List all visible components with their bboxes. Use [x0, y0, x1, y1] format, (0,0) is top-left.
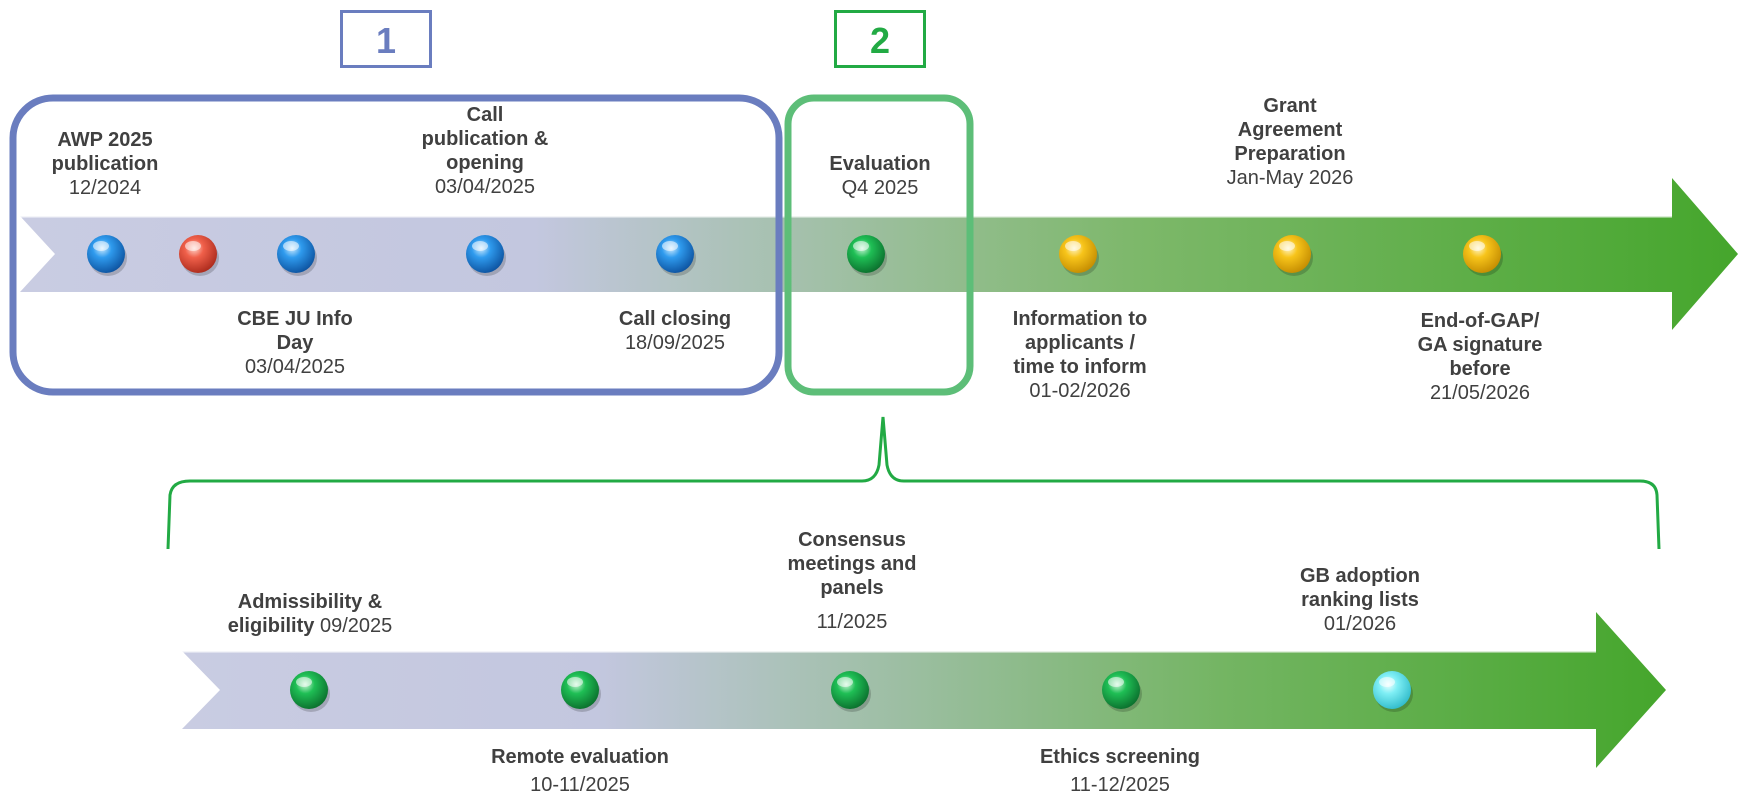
evaluation-milestone-dot-green [290, 671, 328, 709]
label-end-of-gap: End-of-GAP/ GA signature before 21/05/20… [1417, 310, 1543, 404]
main-dot-highlight [472, 241, 488, 251]
main-milestone-dot-blue [466, 235, 504, 273]
main-dot-highlight [185, 241, 201, 251]
label-ethics-screening: Ethics screening 11-12/2025 [1039, 746, 1201, 796]
evaluation-dot-highlight [1108, 677, 1124, 687]
evaluation-dot-highlight [296, 677, 312, 687]
main-milestone-dot-blue [277, 235, 315, 273]
evaluation-milestone-dot-cyan [1373, 671, 1411, 709]
main-milestone-dot-yellow [1463, 235, 1501, 273]
main-milestone-dot-blue [87, 235, 125, 273]
phase2-box [784, 94, 974, 396]
phase2-number: 2 [834, 10, 926, 68]
label-remote-evaluation: Remote evaluation 10-11/2025 [491, 746, 669, 796]
main-milestone-dot-yellow [1273, 235, 1311, 273]
label-gb-adoption: GB adoption ranking lists 01/2026 [1300, 565, 1420, 635]
label-consensus-meetings: Consensus meetings and panels 11/2025 [787, 529, 917, 633]
main-milestone-dot-yellow [1059, 235, 1097, 273]
main-milestone-dot-red [179, 235, 217, 273]
label-call-publication: Call publication & opening 03/04/2025 [421, 104, 549, 198]
label-evaluation: Evaluation Q4 2025 [829, 153, 931, 199]
phase1-number: 1 [340, 10, 432, 68]
label-information-to-applicants: Information to applicants / time to info… [1012, 308, 1148, 402]
label-grant-agreement: Grant Agreement Preparation Jan-May 2026 [1226, 95, 1354, 189]
evaluation-dot-highlight [837, 677, 853, 687]
evaluation-milestone-dot-green [1102, 671, 1140, 709]
main-dot-highlight [853, 241, 869, 251]
main-dot-highlight [1065, 241, 1081, 251]
evaluation-milestone-dot-green [831, 671, 869, 709]
phase1-box [9, 94, 783, 396]
main-dot-highlight [662, 241, 678, 251]
main-milestone-dot-blue [656, 235, 694, 273]
label-admissibility: Admissibility & eligibility 09/2025 [227, 591, 393, 637]
main-dot-highlight [93, 241, 109, 251]
main-dot-highlight [1469, 241, 1485, 251]
label-awp-publication: AWP 2025 publication 12/2024 [51, 129, 159, 199]
main-dot-highlight [283, 241, 299, 251]
evaluation-dot-highlight [567, 677, 583, 687]
evaluation-milestone-dot-green [561, 671, 599, 709]
evaluation-dot-highlight [1379, 677, 1395, 687]
label-call-closing: Call closing 18/09/2025 [618, 308, 732, 354]
label-info-day: CBE JU Info Day 03/04/2025 [237, 308, 353, 378]
main-dot-highlight [1279, 241, 1295, 251]
evaluation-brace [166, 416, 1661, 550]
main-milestone-dot-green [847, 235, 885, 273]
